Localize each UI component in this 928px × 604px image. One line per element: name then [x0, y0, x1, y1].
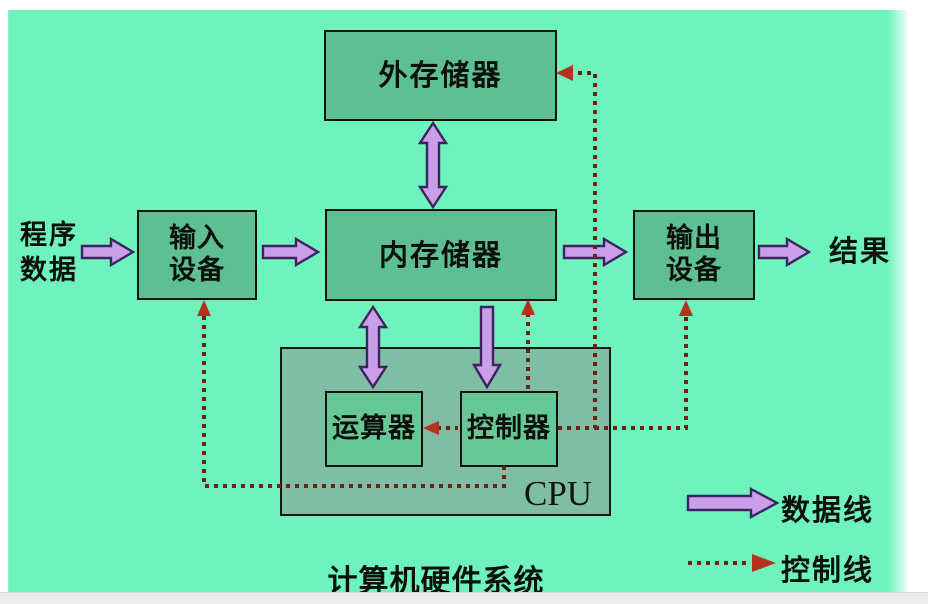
- node-output-device-label-line2: 设备: [666, 255, 722, 286]
- node-output-device: 输出 设备: [633, 210, 755, 300]
- result-label: 结果: [828, 234, 891, 268]
- node-main-memory-label: 内存储器: [378, 237, 503, 272]
- left-edge-fade: [0, 0, 10, 592]
- cpu-label: CPU: [524, 474, 593, 513]
- node-alu: 运算器: [325, 391, 423, 467]
- node-main-memory: 内存储器: [325, 209, 557, 301]
- bottom-gray-strip: [0, 592, 928, 604]
- node-external-storage: 外存储器: [324, 30, 557, 121]
- program-data-label: 程序 数据: [12, 219, 86, 288]
- node-external-storage-label: 外存储器: [378, 58, 503, 93]
- node-input-device: 输入 设备: [137, 210, 257, 300]
- node-input-device-label-line1: 输入: [169, 223, 225, 255]
- node-output-device-label-line1: 输出: [666, 223, 722, 255]
- node-control-unit-label: 控制器: [467, 413, 551, 445]
- node-control-unit: 控制器: [460, 391, 558, 467]
- right-edge-fade: [888, 0, 928, 592]
- program-data-line2: 数据: [20, 254, 78, 286]
- legend-data-line-label: 数据线: [781, 493, 875, 527]
- legend-control-line-label: 控制线: [781, 553, 875, 587]
- program-data-line1: 程序: [20, 220, 78, 251]
- node-alu-label: 运算器: [332, 413, 416, 445]
- node-input-device-label-line2: 设备: [169, 255, 225, 286]
